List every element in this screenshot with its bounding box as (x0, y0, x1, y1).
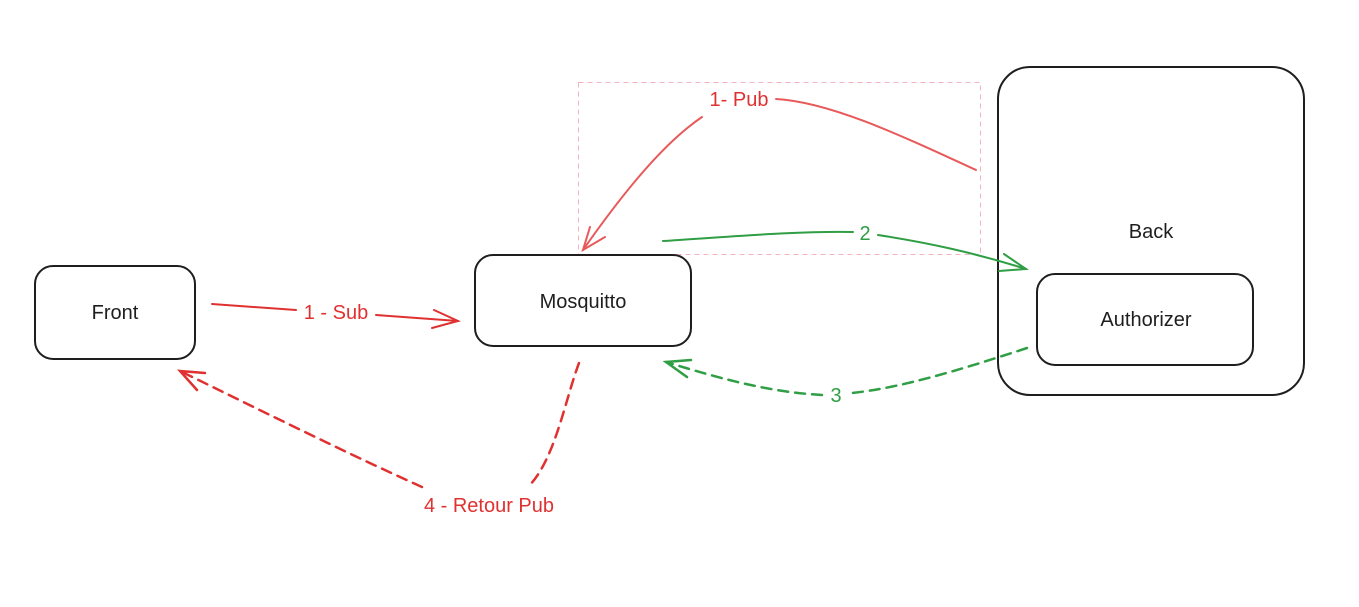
arrow-pub[interactable] (581, 98, 977, 253)
arrow-sub[interactable] (211, 303, 461, 329)
mosquitto-label: Mosquitto (540, 291, 627, 313)
selection-box[interactable] (578, 82, 981, 255)
arrow-three[interactable] (662, 346, 1029, 397)
mosquitto-node[interactable] (474, 254, 692, 347)
authorizer-node[interactable] (1036, 273, 1254, 366)
front-label: Front (92, 302, 139, 324)
label-pub: 1- Pub (710, 89, 769, 111)
label-two: 2 (859, 223, 870, 245)
back-label: Back (1129, 221, 1174, 243)
front-node[interactable] (34, 265, 196, 360)
label-three: 3 (830, 385, 841, 407)
authorizer-label: Authorizer (1100, 309, 1191, 331)
arrow-retour[interactable] (176, 361, 581, 489)
arrow-two[interactable] (662, 230, 1029, 272)
label-sub: 1 - Sub (304, 302, 368, 324)
label-retour: 4 - Retour Pub (424, 495, 554, 517)
